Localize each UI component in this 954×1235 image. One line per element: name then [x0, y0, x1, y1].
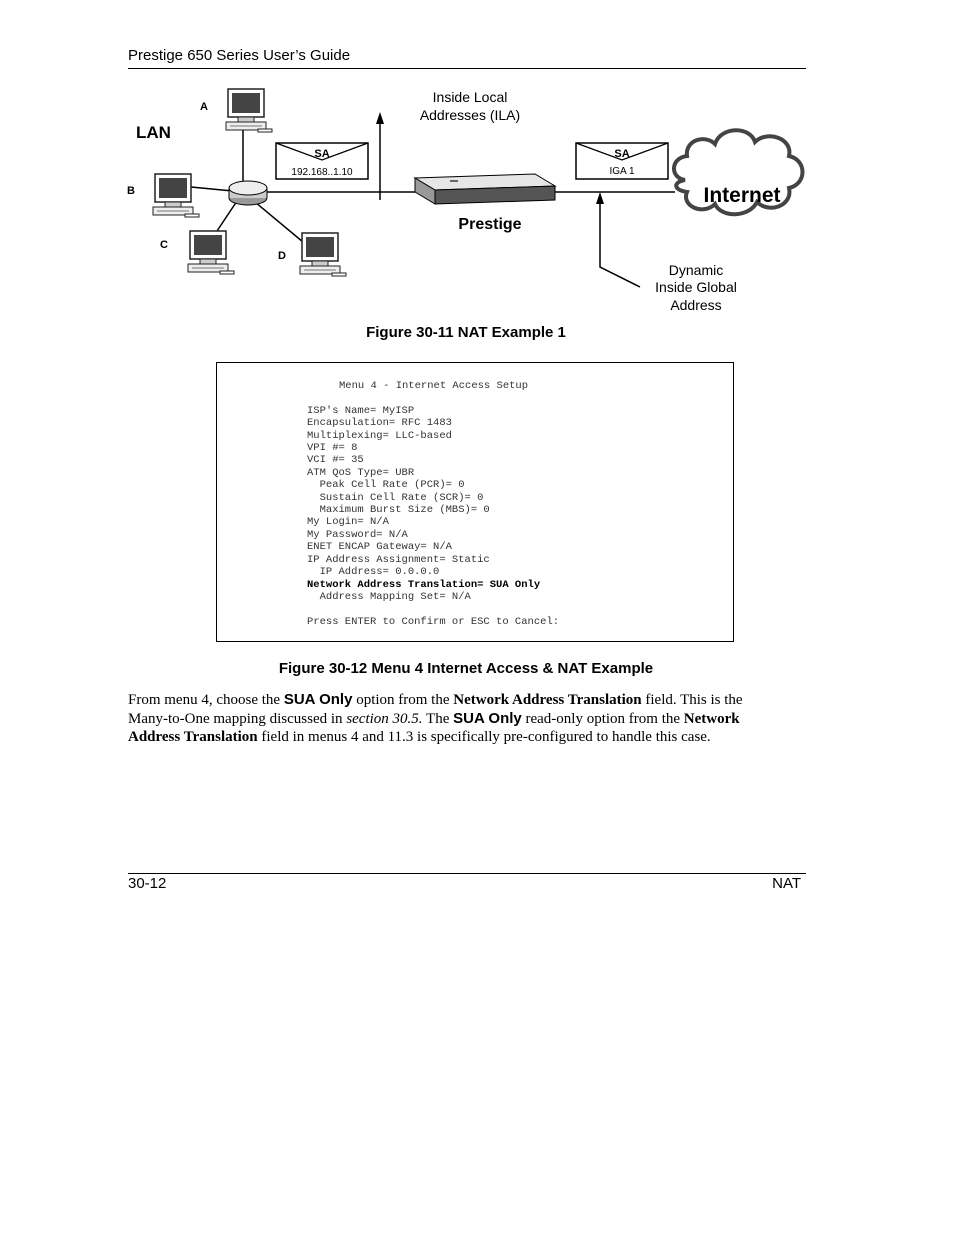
menu-line: ENET ENCAP Gateway= N/A — [307, 541, 452, 554]
menu-line: IP Address Assignment= Static — [307, 553, 490, 566]
para-term-nat: Network Address Translation — [128, 710, 740, 746]
menu-line: Peak Cell Rate (PCR)= 0 — [307, 479, 465, 492]
hub-icon — [228, 180, 268, 206]
para-term-sua: SUA Only — [283, 691, 353, 708]
pc-a-icon — [225, 88, 273, 133]
prestige-device-icon — [413, 173, 557, 205]
iga-label-line3: Address — [670, 297, 721, 313]
packet-right-address: IGA 1 — [609, 166, 634, 177]
menu-line: My Password= N/A — [307, 528, 408, 541]
menu-title: Menu 4 - Internet Access Setup — [339, 380, 529, 392]
para-term-sua: SUA Only — [453, 709, 522, 727]
menu-line: Maximum Burst Size (MBS)= 0 — [307, 504, 490, 517]
packet-left-title: SA — [314, 148, 329, 160]
body-paragraph: From menu 4, choose the SUA Only option … — [128, 691, 778, 747]
iga-arrow — [596, 192, 641, 288]
header-rule — [128, 68, 806, 69]
footer-rule — [128, 873, 806, 874]
page-number: 30-12 — [128, 875, 167, 892]
iga-label-line1: Dynamic — [669, 262, 723, 278]
pc-label-c: C — [160, 239, 168, 251]
pc-label-d: D — [278, 250, 286, 262]
packet-envelope-left: SA 192.168..1.10 — [275, 142, 369, 180]
menu-line: ISP's Name= MyISP — [307, 404, 415, 417]
para-text: field. This is the Many-to-One mapping d… — [128, 692, 743, 727]
packet-right-title: SA — [614, 148, 629, 160]
para-text: option from the — [352, 692, 454, 708]
iga-label-line2: Inside Global — [655, 279, 737, 295]
menu-line: My Login= N/A — [307, 516, 389, 529]
pc-c-icon — [187, 230, 235, 275]
pc-b-icon — [152, 173, 200, 218]
packet-left-address: 192.168..1.10 — [291, 167, 353, 178]
pc-label-b: B — [127, 185, 135, 197]
pc-label-a: A — [200, 101, 208, 113]
nat-diagram: LAN A B C D SA 192.168..1.10 Inside Loca… — [127, 88, 805, 313]
nat-field-line: Network Address Translation= SUA Only — [307, 578, 541, 591]
para-term-nat: Network Address Translation — [453, 692, 642, 708]
mapping-line: Address Mapping Set= N/A — [307, 590, 471, 603]
para-text: read-only option from the — [521, 710, 684, 727]
menu-line: ATM QoS Type= UBR — [307, 466, 415, 479]
ila-label-line2: Addresses (ILA) — [420, 107, 520, 123]
menu-line: Sustain Cell Rate (SCR)= 0 — [307, 491, 484, 504]
ila-arrow — [376, 112, 384, 200]
menu4-text: Menu 4 - Internet Access Setup ISP's Nam… — [307, 380, 559, 628]
packet-envelope-right: SA IGA 1 — [575, 142, 669, 180]
figure-caption-2: Figure 30-12 Menu 4 Internet Access & NA… — [278, 660, 654, 677]
internet-cloud-icon — [672, 128, 805, 217]
menu-prompt: Press ENTER to Confirm or ESC to Cancel: — [307, 615, 560, 628]
para-text: field in menus 4 and 11.3 is specificall… — [257, 729, 711, 745]
section-link[interactable]: section 30.5. — [346, 710, 423, 727]
running-header: Prestige 650 Series User’s Guide — [128, 47, 351, 64]
ila-label-line1: Inside Local — [433, 89, 508, 105]
para-text: The — [422, 710, 454, 727]
internet-label: Internet — [703, 184, 780, 207]
chapter-name: NAT — [772, 875, 801, 892]
menu-line: VCI #= 35 — [307, 454, 364, 467]
para-text: From menu 4, choose the — [128, 692, 284, 708]
menu4-screen: Menu 4 - Internet Access Setup ISP's Nam… — [216, 362, 734, 642]
menu-line: Multiplexing= LLC-based — [307, 429, 452, 442]
prestige-label: Prestige — [458, 216, 521, 233]
lan-label: LAN — [136, 123, 171, 142]
menu-line: Encapsulation= RFC 1483 — [307, 417, 452, 430]
figure-caption-1: Figure 30-11 NAT Example 1 — [366, 324, 566, 341]
menu-line: VPI #= 8 — [307, 442, 358, 455]
menu-line: IP Address= 0.0.0.0 — [307, 566, 440, 579]
pc-d-icon — [299, 232, 347, 277]
